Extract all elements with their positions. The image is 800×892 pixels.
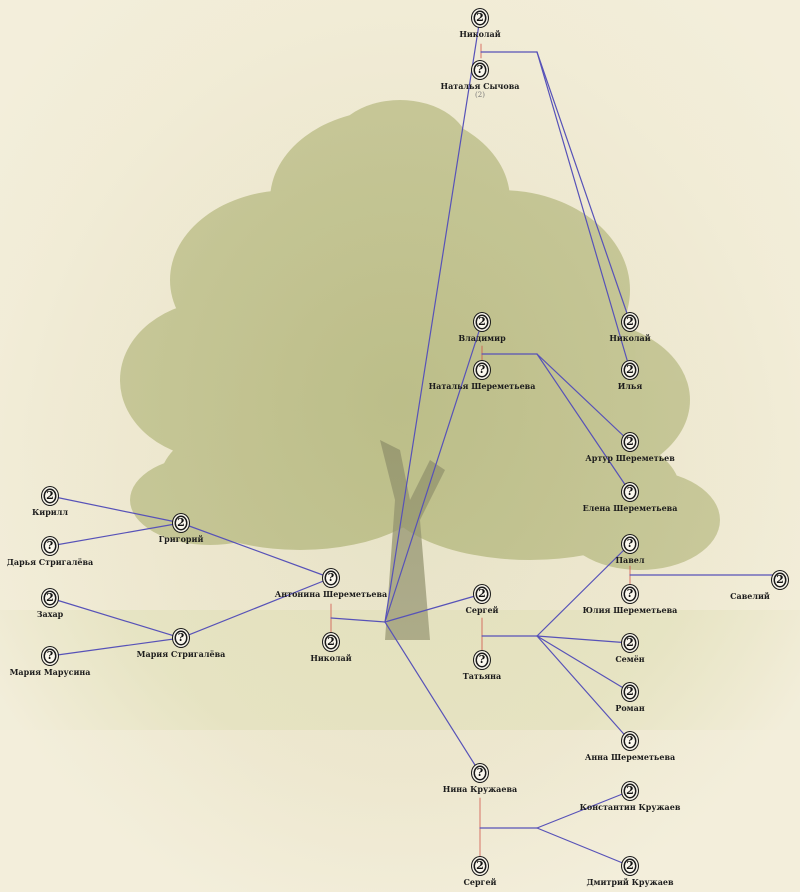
person-name: Артур Шереметьев (540, 453, 720, 463)
person-name: Дарья Стригалёва (0, 557, 140, 567)
person-badge: 2 (621, 432, 639, 452)
person-badge: 2 (621, 633, 639, 653)
person-badge: ? (621, 534, 639, 554)
person-badge: 2 (473, 584, 491, 604)
person-badge: 2 (771, 570, 789, 590)
person-name: Наталья Шереметьева (392, 381, 572, 391)
person-badge: 2 (172, 513, 190, 533)
person-note: (2) (450, 91, 510, 99)
person-badge: ? (41, 536, 59, 556)
person-badge: 2 (471, 8, 489, 28)
person-badge: ? (473, 360, 491, 380)
person-badge: 2 (473, 312, 491, 332)
person-badge: 2 (621, 312, 639, 332)
person-name: Григорий (91, 534, 271, 544)
person-name: Нина Кружаева (390, 784, 570, 794)
person-name: Татьяна (392, 671, 572, 681)
parent-link (181, 578, 331, 638)
person-name: Роман (540, 703, 720, 713)
person-badge: ? (621, 584, 639, 604)
person-badge: 2 (41, 588, 59, 608)
parent-link (181, 523, 331, 578)
parent-link (385, 18, 480, 622)
person-badge: ? (471, 60, 489, 80)
person-badge: 2 (621, 682, 639, 702)
parent-link (537, 828, 630, 866)
family-connector (331, 618, 385, 622)
parent-link (537, 52, 630, 322)
person-name: Кирилл (0, 507, 140, 517)
parent-link (385, 322, 482, 622)
person-name: Павел (540, 555, 720, 565)
person-name: Николай (241, 653, 421, 663)
parent-link (537, 636, 630, 692)
parent-link (537, 636, 630, 741)
parent-link (537, 354, 630, 492)
person-name: Владимир (392, 333, 572, 343)
person-name: Анна Шереметьева (540, 752, 720, 762)
person-badge: 2 (621, 856, 639, 876)
person-name: Константин Кружаев (540, 802, 720, 812)
person-badge: ? (172, 628, 190, 648)
person-badge: ? (322, 568, 340, 588)
person-name: Семён (540, 654, 720, 664)
parent-link (537, 52, 630, 370)
person-name: Дмитрий Кружаев (540, 877, 720, 887)
person-name: Елена Шереметьева (540, 503, 720, 513)
person-badge: ? (621, 731, 639, 751)
person-name: Захар (0, 609, 140, 619)
parent-link (385, 622, 480, 773)
person-badge: 2 (621, 781, 639, 801)
person-name: Николай (390, 29, 570, 39)
person-name: Наталья Сычова (390, 81, 570, 91)
person-badge: ? (621, 482, 639, 502)
person-badge: ? (471, 763, 489, 783)
person-name: Антонина Шереметьева (241, 589, 421, 599)
person-badge: 2 (322, 632, 340, 652)
person-badge: 2 (621, 360, 639, 380)
person-name: Юлия Шереметьева (540, 605, 720, 615)
person-badge: ? (41, 646, 59, 666)
parent-link (537, 354, 630, 442)
person-badge: 2 (471, 856, 489, 876)
person-name: Мария Марусина (0, 667, 140, 677)
person-name: Савелий (660, 591, 800, 601)
person-badge: 2 (41, 486, 59, 506)
person-badge: ? (473, 650, 491, 670)
parent-link (537, 636, 630, 643)
